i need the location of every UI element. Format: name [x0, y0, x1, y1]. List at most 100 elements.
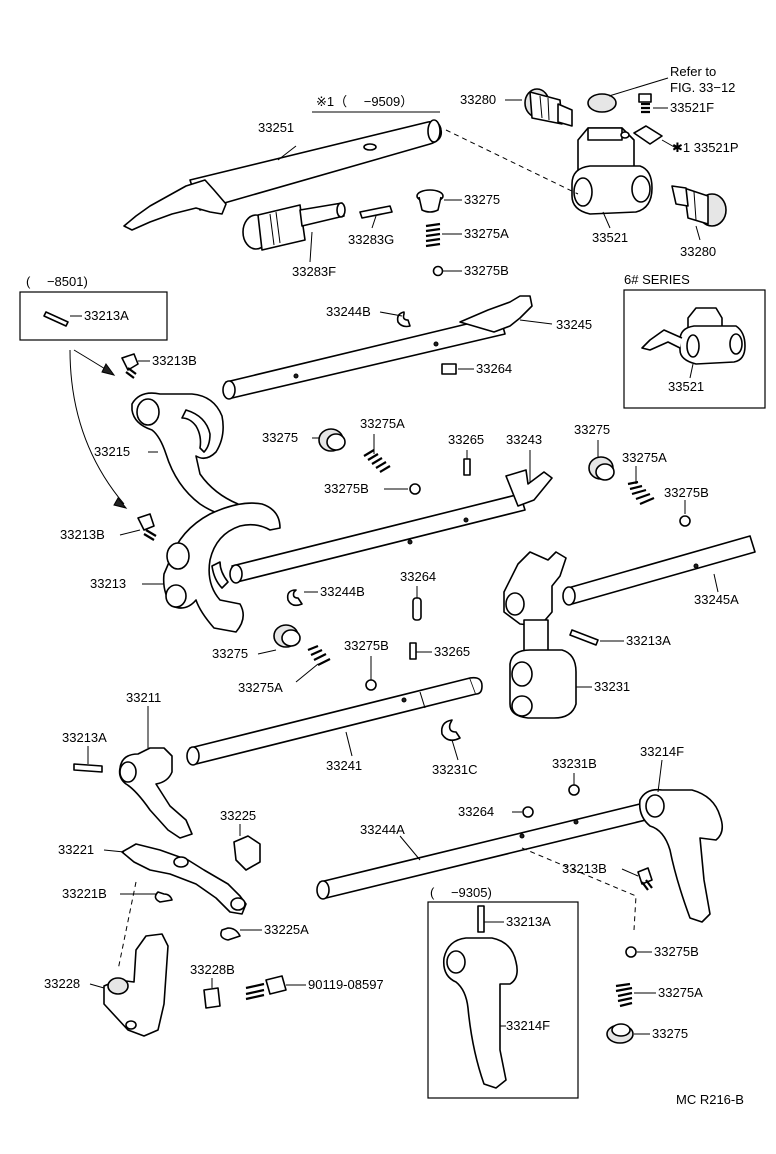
label-33215: 33215 [94, 444, 130, 459]
pin-33213A-left [73, 763, 103, 773]
serial-9305-box [427, 901, 579, 1099]
label-33264-lower: 33264 [458, 804, 494, 819]
label-33231B: 33231B [552, 756, 597, 771]
label-33228: 33228 [44, 976, 80, 991]
label-33521-series6: 33521 [668, 379, 704, 394]
label-33283G: 33283G [348, 232, 394, 247]
label-33211: 33211 [126, 690, 161, 705]
label-33275-lower-left: 33275 [212, 646, 248, 661]
clip-33244B-mid [286, 589, 303, 607]
label-33275A-lower-right: 33275A [658, 985, 703, 1000]
label-33275A-top: 33275A [464, 226, 509, 241]
label-33225A: 33225A [264, 922, 309, 937]
spring-33275A-lower-right [615, 982, 633, 1008]
shift-shaft-33241 [186, 676, 483, 766]
screw-33213B-c [637, 867, 653, 891]
ball-33275B-mid-left [409, 483, 421, 495]
label-33244B-mid: 33244B [320, 584, 365, 599]
label-33214F-right: 33214F [640, 744, 684, 759]
serial-8501-box [19, 291, 168, 341]
note-refer-to: Refer to [670, 64, 716, 79]
spring-33275A-mid-right [627, 480, 655, 506]
note-6-series: 6# SERIES [624, 272, 690, 287]
label-33265-mid: 33265 [434, 644, 470, 659]
label-33265-top: 33265 [448, 432, 484, 447]
note-serial-8501: ( −8501) [26, 274, 88, 289]
label-33225: 33225 [220, 808, 256, 823]
label-33231C: 33231C [432, 762, 478, 777]
label-33521P: ✱1 33521P [672, 140, 739, 155]
label-33213B-mid: 33213B [60, 527, 105, 542]
label-33521F: 33521F [670, 100, 714, 115]
label-33264-top: 33264 [476, 361, 512, 376]
label-33264-mid: 33264 [400, 569, 436, 584]
pin-33213A-boxed-lower [477, 905, 485, 933]
label-33275B-mid-right: 33275B [664, 485, 709, 500]
pin-33213A-mid [569, 629, 599, 646]
pin-33265-a [463, 458, 471, 476]
housing-33521 [571, 127, 653, 215]
label-33275A-lower-left: 33275A [238, 680, 283, 695]
shift-fork-33213 [162, 502, 281, 633]
lever-33228 [103, 933, 169, 1037]
ball-33275B-lower-right [625, 946, 637, 958]
note-fig-33-12: FIG. 33−12 [670, 80, 735, 95]
note-star1-serial: ※1（ −9509） [316, 94, 413, 109]
label-33521: 33521 [592, 230, 628, 245]
plate-33521P [633, 125, 663, 145]
label-33275B-mid-left: 33275B [324, 481, 369, 496]
pin-33213A-boxed [43, 311, 69, 327]
pin-33264-top [441, 363, 457, 375]
screw-33521F [638, 93, 652, 114]
shift-shaft-33243 [229, 469, 553, 584]
ball-33275B-mid-right [679, 515, 691, 527]
shift-shaft-33251 [123, 119, 443, 231]
label-33275B-top: 33275B [464, 263, 509, 278]
block-33225 [233, 835, 261, 871]
label-33275-mid-right: 33275 [574, 422, 610, 437]
screw-33213B-b [137, 513, 157, 541]
shift-fork-33214F-right [638, 788, 724, 923]
label-33213A-mid: 33213A [626, 633, 671, 648]
clip-33225A [220, 927, 241, 941]
pin-33264-mid [412, 597, 422, 621]
label-33231: 33231 [594, 679, 630, 694]
diagram-reference-code: MC R216-B [676, 1092, 744, 1107]
spring-33275A-top [425, 222, 441, 248]
housing-33521-series6 [641, 307, 746, 365]
switch-33280-left [524, 88, 573, 127]
bracket-33231 [503, 551, 577, 719]
plug-33275-mid-right [588, 456, 615, 481]
ball-33231B [568, 784, 580, 796]
ball-33275B-lower-left [365, 679, 377, 691]
label-90119-08597: 90119-08597 [308, 977, 384, 992]
shift-shaft-33245 [222, 295, 533, 400]
select-lever-33221 [121, 843, 247, 915]
label-33213A-boxed: 33213A [84, 308, 129, 323]
shift-fork-33215 [131, 392, 247, 518]
label-33275B-lower-right: 33275B [654, 944, 699, 959]
label-33243: 33243 [506, 432, 542, 447]
label-33245: 33245 [556, 317, 592, 332]
label-33251: 33251 [258, 120, 294, 135]
spring-33275A-mid-left [363, 449, 391, 473]
label-33280-right: 33280 [680, 244, 716, 259]
shift-fork-33214F-boxed [442, 937, 518, 1089]
ball-33275B-top [432, 265, 444, 277]
label-33244B-top: 33244B [326, 304, 371, 319]
label-33241: 33241 [326, 758, 362, 773]
label-33228B: 33228B [190, 962, 235, 977]
plug-33275-top [416, 189, 444, 213]
note-serial-9305: ( −9305) [430, 885, 492, 900]
screw-33213B-a [121, 353, 139, 379]
label-33275A-mid-right: 33275A [622, 450, 667, 465]
pin-33265-b [409, 642, 417, 660]
label-33213A-left: 33213A [62, 730, 107, 745]
spring-33275A-lower-left [307, 644, 331, 666]
label-33214F-boxed: 33214F [506, 1018, 550, 1033]
label-33213: 33213 [90, 576, 126, 591]
bushing-33228B [203, 987, 221, 1009]
plug-33275-lower-right [606, 1023, 634, 1044]
label-33275B-lower-left: 33275B [344, 638, 389, 653]
